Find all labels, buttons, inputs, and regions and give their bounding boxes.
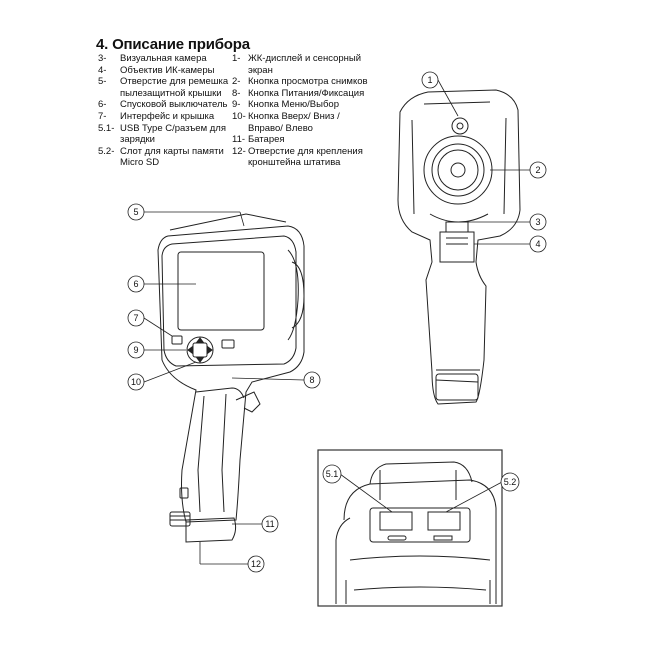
legend-item-text: USB Type C/разъем для зарядки bbox=[120, 122, 226, 146]
legend-item: 4- Объектив ИК-камеры bbox=[98, 65, 238, 77]
legend-item-text: Интерфейс и крышка bbox=[120, 110, 215, 122]
legend-item-text: Визуальная камера bbox=[120, 53, 207, 64]
callout-3: 3 bbox=[535, 217, 540, 227]
legend-left: 3- Визуальная камера 4- Объектив ИК-камеры… bbox=[98, 53, 238, 169]
callout-5-2: 5.2 bbox=[504, 477, 517, 487]
legend-item-number: 6- bbox=[98, 99, 107, 111]
callout-11: 11 bbox=[265, 519, 274, 529]
visual-camera-icon bbox=[451, 117, 469, 135]
legend-item-number: 7- bbox=[98, 110, 107, 122]
legend-item: 5- Отверстие для ремешка пылезащитной кры… bbox=[98, 76, 238, 99]
callout-8: 8 bbox=[309, 375, 314, 385]
battery-latch bbox=[169, 511, 191, 527]
legend-item: 5.1- USB Type C/разъем для зарядки bbox=[98, 123, 238, 146]
legend-item-number: 4- bbox=[98, 64, 107, 76]
callout-6: 6 bbox=[133, 279, 138, 289]
legend-item: 1- ЖК-дисплей и сенсорный экран bbox=[232, 53, 372, 76]
legend-item: 2- Кнопка просмотра снимков bbox=[232, 76, 372, 88]
legend-item: 7- Интерфейс и крышка bbox=[98, 111, 238, 123]
legend-item-number: 1- bbox=[232, 53, 241, 64]
callout-4: 4 bbox=[535, 239, 540, 249]
callout-2: 2 bbox=[535, 165, 540, 175]
callout-7: 7 bbox=[133, 313, 138, 323]
legend-item-text: Спусковой выключатель bbox=[120, 99, 228, 111]
legend-item-text: Кнопка Вверх/ Вниз /Вправо/ Влево bbox=[248, 110, 340, 134]
section-heading: 4. Описание прибора bbox=[96, 36, 250, 53]
callout-5: 5 bbox=[133, 207, 138, 217]
legend-item-number: 5.1- bbox=[98, 122, 115, 134]
legend-item: 6- Спусковой выключатель bbox=[98, 99, 238, 111]
interface-cover bbox=[439, 231, 475, 263]
legend-item: 3- Визуальная камера bbox=[98, 53, 238, 65]
legend-right: 1- ЖК-дисплей и сенсорный экран 2- Кнопка … bbox=[232, 53, 372, 169]
legend-item-number: 9- bbox=[232, 99, 241, 111]
legend-item-text: Объектив ИК-камеры bbox=[120, 64, 215, 76]
legend-item-number: 11- bbox=[232, 134, 246, 146]
callout-9: 9 bbox=[133, 345, 138, 355]
ir-lens-icon bbox=[423, 135, 493, 205]
legend-item: 12-Отверстие для крепления кронштейна шт… bbox=[232, 146, 372, 169]
legend-item-text: Кнопка Питания/Фиксация bbox=[248, 87, 365, 99]
detail-inset bbox=[317, 449, 503, 607]
legend-item-text: Кнопка просмотра снимков bbox=[248, 76, 368, 88]
camera-rear-view bbox=[397, 89, 521, 405]
legend-item-text: Отверстие для ремешка пылезащитной крышк… bbox=[120, 76, 229, 99]
legend-item-number: 5- bbox=[98, 76, 107, 88]
legend-item: 11-Батарея bbox=[232, 134, 372, 146]
legend-item-number: 2- bbox=[232, 76, 241, 88]
legend-item-number: 10- bbox=[232, 110, 246, 122]
legend-item-text: Отверстие для крепления кронштейна штати… bbox=[248, 145, 363, 169]
legend-item: 10-Кнопка Вверх/ Вниз /Вправо/ Влево bbox=[232, 111, 372, 134]
callout-12: 12 bbox=[251, 559, 261, 569]
legend-item-number: 5.2- bbox=[98, 145, 115, 157]
usb-port-icon bbox=[379, 511, 413, 531]
legend-item-number: 8- bbox=[232, 87, 241, 99]
legend-item-text: Батарея bbox=[248, 134, 285, 146]
callout-1: 1 bbox=[427, 75, 432, 85]
legend-item-number: 12- bbox=[232, 145, 246, 157]
legend-item: 5.2- Слот для карты памяти Micro SD bbox=[98, 146, 238, 169]
callout-5-1: 5.1 bbox=[326, 469, 339, 479]
legend-item-text: Кнопка Меню/Выбор bbox=[248, 99, 339, 111]
legend-item-number: 3- bbox=[98, 53, 107, 64]
legend-item-text: Слот для карты памяти Micro SD bbox=[120, 145, 224, 169]
legend-item-text: ЖК-дисплей и сенсорный экран bbox=[248, 53, 362, 76]
menu-button-icon bbox=[171, 335, 183, 345]
legend-item: 9- Кнопка Меню/Выбор bbox=[232, 99, 372, 111]
camera-front-view bbox=[157, 213, 305, 543]
sd-slot-icon bbox=[427, 511, 461, 531]
legend-item: 8- Кнопка Питания/Фиксация bbox=[232, 88, 372, 100]
nav-pad bbox=[186, 336, 214, 364]
callout-10: 10 bbox=[131, 377, 141, 387]
